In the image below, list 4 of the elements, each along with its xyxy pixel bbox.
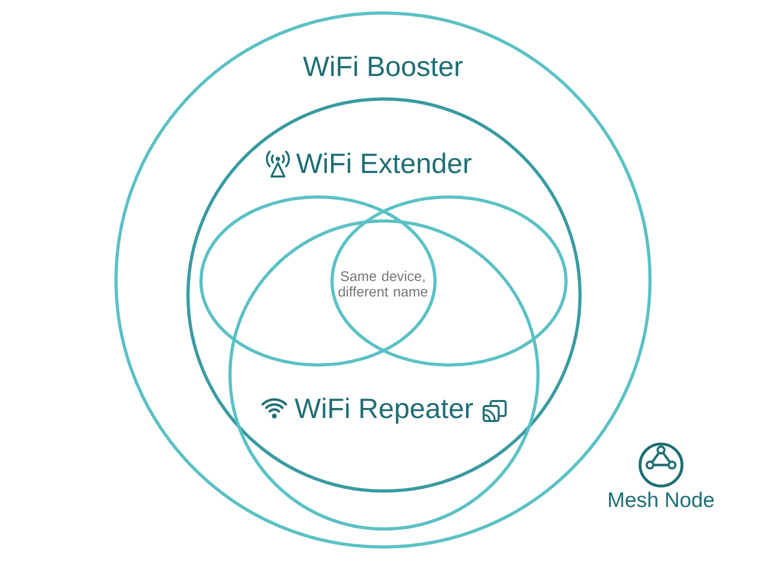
venn-ellipse <box>330 195 568 367</box>
icon-caption: Mesh Node <box>609 492 714 508</box>
venn-ellipse <box>199 195 437 367</box>
overlap-label: Same device, different name <box>338 270 428 297</box>
